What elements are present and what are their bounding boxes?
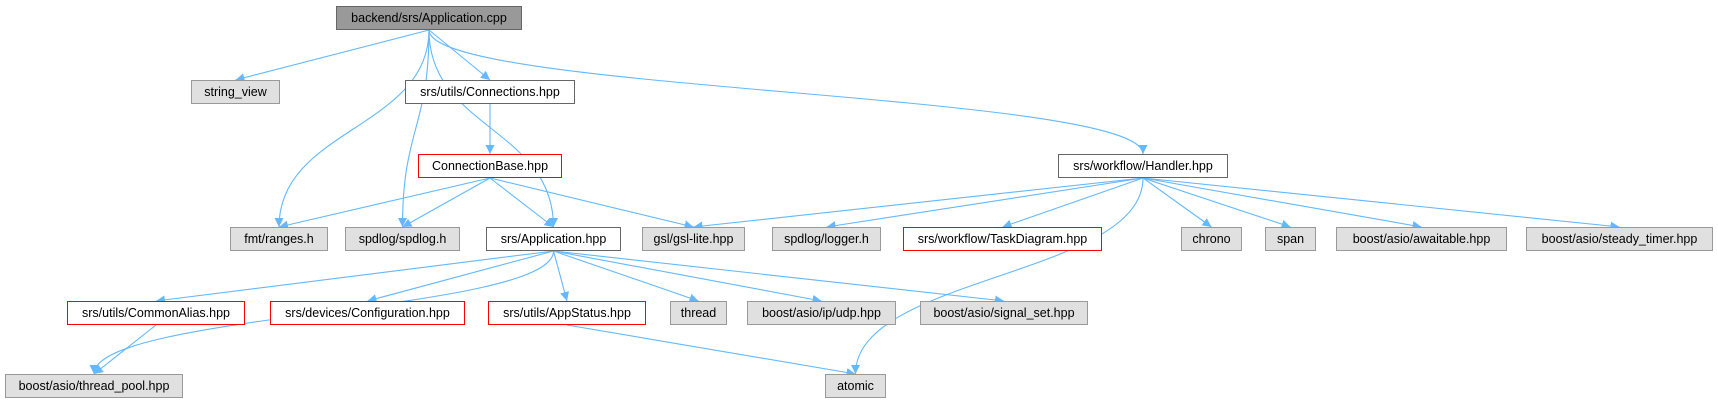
node-span[interactable]: span [1265,227,1316,251]
edge-apphpp-to-thread [553,250,699,303]
edge-root-to-connections [428,29,491,81]
node-atomic[interactable]: atomic [825,374,886,398]
edge-handler-to-atomic [851,177,1144,375]
edge-handler-to-gsl [693,177,1144,231]
edge-connbase-to-spdlog [402,177,491,228]
edge-handler-to-chrono [1142,177,1212,228]
node-handler-hpp[interactable]: srs/workflow/Handler.hpp [1058,154,1228,178]
edge-root-to-spdlog [398,29,430,228]
edge-handler-to-logger [826,177,1144,231]
edge-apphpp-to-config [367,250,554,304]
edge-handler-to-taskdiag [1002,177,1144,229]
node-thread[interactable]: thread [670,301,727,325]
edge-handler-to-steady [1142,177,1620,231]
edge-root-to-apphpp [428,29,558,228]
node-thread-pool-hpp[interactable]: boost/asio/thread_pool.hpp [5,374,183,398]
edge-root-to-string_view [235,29,430,83]
node-application-hpp[interactable]: srs/Application.hpp [486,227,621,251]
node-signal-set-hpp[interactable]: boost/asio/signal_set.hpp [920,301,1088,325]
edge-apphpp-to-appstatus [552,250,569,302]
node-connections-hpp[interactable]: srs/utils/Connections.hpp [405,80,575,104]
edge-root-to-handler [428,29,1148,155]
node-awaitable-hpp[interactable]: boost/asio/awaitable.hpp [1336,227,1507,251]
edge-apphpp-to-udp [553,250,822,304]
node-configuration-hpp[interactable]: srs/devices/Configuration.hpp [270,301,465,325]
edge-commonalias-to-threadpool [93,324,157,375]
node-fmt-ranges[interactable]: fmt/ranges.h [230,227,328,251]
edge-handler-to-awaitable [1142,177,1422,230]
edge-handler-to-span [1142,177,1291,229]
node-taskdiagram-hpp[interactable]: srs/workflow/TaskDiagram.hpp [903,227,1102,251]
edge-apphpp-to-commonalias [155,250,554,305]
node-application-cpp[interactable]: backend/srs/Application.cpp [336,6,522,30]
node-spdlog-logger[interactable]: spdlog/logger.h [772,227,881,251]
node-chrono[interactable]: chrono [1181,227,1242,251]
node-steady-timer-hpp[interactable]: boost/asio/steady_timer.hpp [1526,227,1713,251]
edge-connbase-to-gsl [489,177,694,230]
edge-appstatus-to-atomic [566,324,856,377]
edge-root-to-ranges [274,29,430,228]
edge-apphpp-to-signalset [553,250,1005,305]
edge-connbase-to-apphpp [489,177,554,228]
node-appstatus-hpp[interactable]: srs/utils/AppStatus.hpp [488,301,646,325]
edge-connbase-to-ranges [278,177,491,230]
node-gsl-lite[interactable]: gsl/gsl-lite.hpp [642,227,745,251]
node-udp-hpp[interactable]: boost/asio/ip/udp.hpp [747,301,896,325]
node-commonalias-hpp[interactable]: srs/utils/CommonAlias.hpp [67,301,245,325]
node-connectionbase-hpp[interactable]: ConnectionBase.hpp [418,154,562,178]
node-string-view[interactable]: string_view [191,80,280,104]
node-spdlog-spdlog[interactable]: spdlog/spdlog.h [345,227,460,251]
